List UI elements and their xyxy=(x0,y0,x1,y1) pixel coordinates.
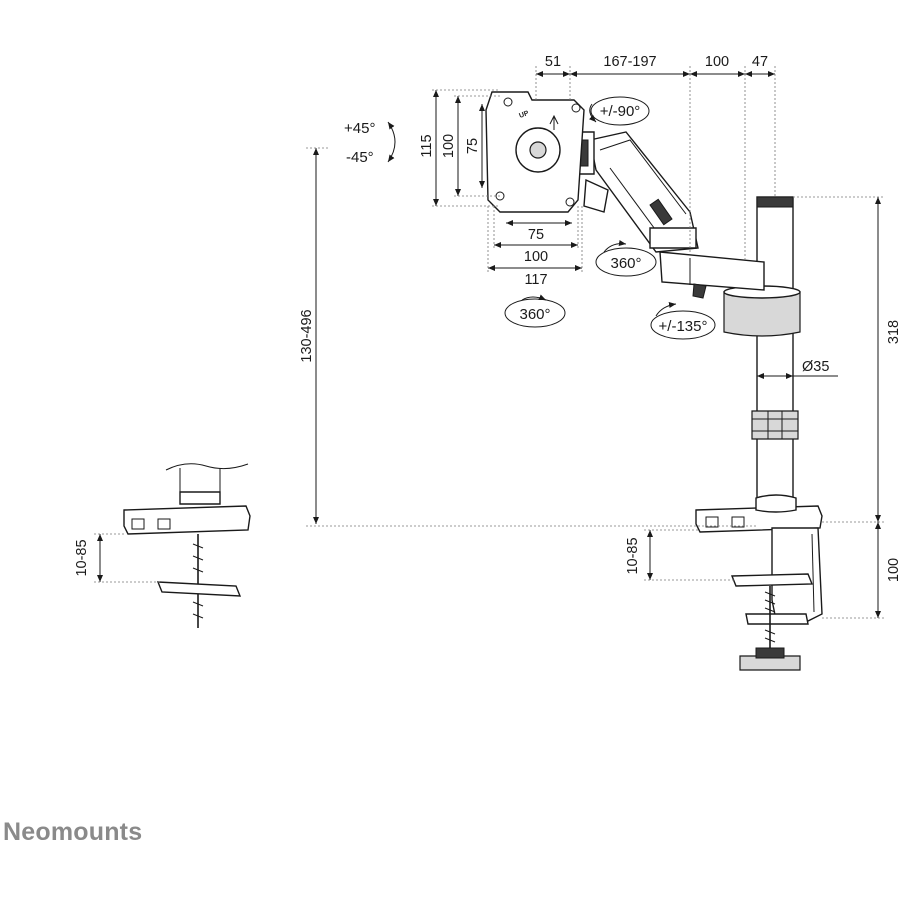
dim-clamp-100: 100 xyxy=(886,558,902,582)
pole-collar xyxy=(751,410,799,440)
up-arrow-icon xyxy=(549,114,559,130)
dim-167-197: 167-197 xyxy=(603,54,656,70)
brand-logo: Neomounts xyxy=(3,818,143,846)
bolt-through-inset xyxy=(123,463,251,628)
plate-rotation-ellipse-icon xyxy=(504,298,566,328)
base-swivel-label: +/-135° xyxy=(659,318,708,335)
dim-pole-318: 318 xyxy=(886,320,902,344)
inset-top-plate xyxy=(123,505,251,535)
dim-vesa-115: 115 xyxy=(419,134,435,157)
pole xyxy=(756,196,794,503)
dim-47: 47 xyxy=(752,54,768,70)
dim-100-top: 100 xyxy=(705,54,729,70)
base-swivel-ellipse-icon xyxy=(650,310,716,340)
upper-arm xyxy=(589,131,699,253)
swivel-head-label: +/-90° xyxy=(600,103,641,120)
dim-vesa-100-h: 100 xyxy=(524,249,548,265)
inset-bottom-plate xyxy=(156,581,242,597)
swivel-head-ellipse-icon xyxy=(590,96,650,126)
up-label: UP xyxy=(518,110,530,120)
base-swivel-housing xyxy=(723,291,801,337)
pole-top-cap xyxy=(756,196,794,208)
dimension-labels: 51 167-197 100 47 115 100 75 75 100 117 … xyxy=(74,54,902,582)
arm-rotation-label: 360° xyxy=(610,255,641,272)
dimension-lines xyxy=(94,66,884,619)
tilt-up-label: +45° xyxy=(344,120,375,137)
tilt-down-label: -45° xyxy=(346,149,374,166)
dim-height-130-496: 130-496 xyxy=(299,309,315,362)
dim-diameter-35: Ø35 xyxy=(802,359,829,375)
rotation-indicators: +45° -45° +/-90° 360° 360° +/-135° xyxy=(344,96,716,340)
dim-vesa-100-v: 100 xyxy=(441,134,457,158)
dim-clamp-10-85-left: 10-85 xyxy=(74,539,90,576)
dim-clamp-10-85-right: 10-85 xyxy=(625,537,641,574)
main-mount: UP xyxy=(485,91,823,671)
dim-vesa-75-h: 75 xyxy=(528,227,544,243)
plate-rotation-label: 360° xyxy=(519,306,550,323)
dim-51: 51 xyxy=(545,54,561,70)
lower-arm xyxy=(659,251,765,291)
dim-vesa-75-v: 75 xyxy=(465,138,481,154)
dim-vesa-117: 117 xyxy=(524,272,547,288)
tilt-arrow-icon xyxy=(387,121,396,163)
clamp-top-plate xyxy=(695,505,823,533)
arm-rotation-ellipse-icon xyxy=(595,247,657,277)
